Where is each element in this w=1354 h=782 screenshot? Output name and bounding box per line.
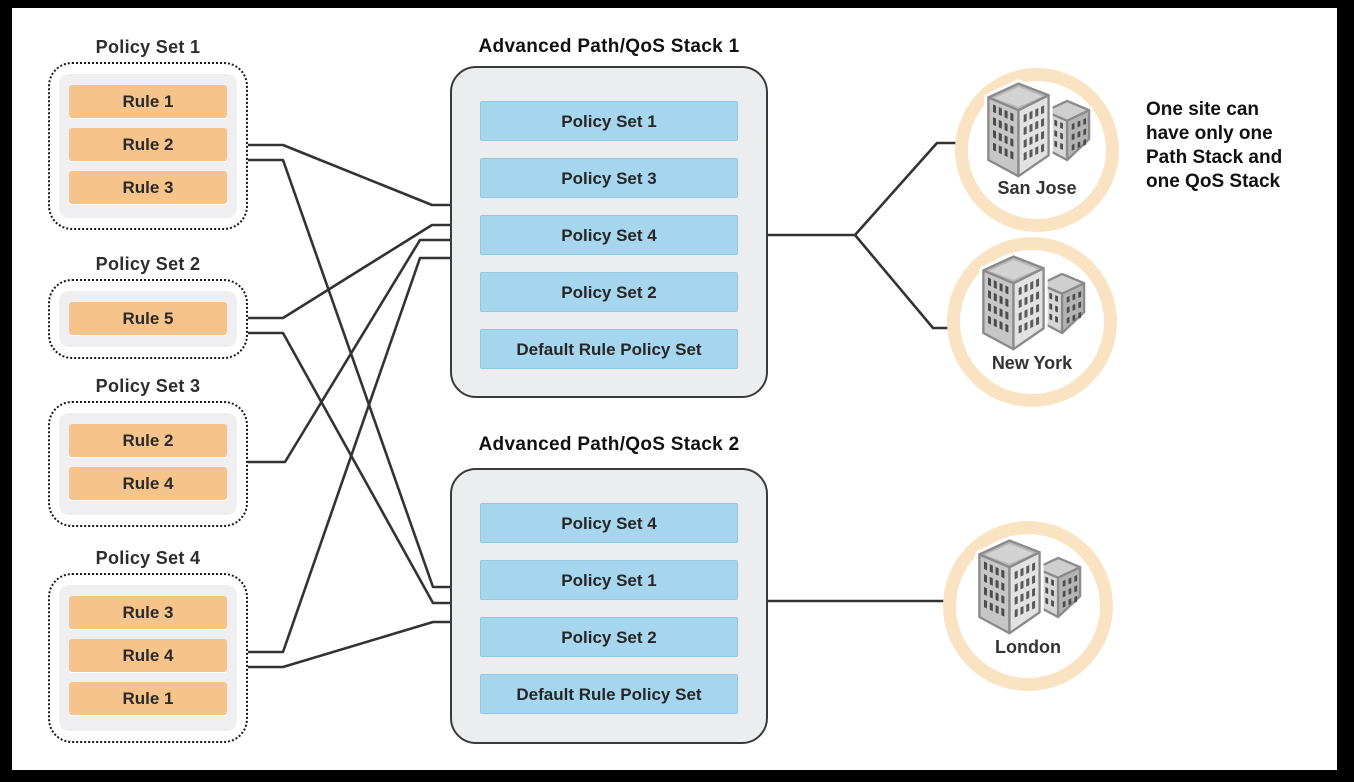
rule-box: Rule 3 <box>69 171 227 204</box>
policy-set-2-title: Policy Set 2 <box>95 254 201 274</box>
rule-box: Rule 4 <box>69 639 227 672</box>
policy-set-group-1: Policy Set 1 Rule 1 Rule 2 Rule 3 <box>48 34 248 230</box>
frame-border-left <box>0 0 12 782</box>
frame-border-top <box>0 0 1354 8</box>
stack-item: Policy Set 4 <box>480 215 738 255</box>
stack-item: Policy Set 1 <box>480 101 738 141</box>
stack-item: Default Rule Policy Set <box>480 674 738 714</box>
stack-group-1: Advanced Path/QoS Stack 1 Policy Set 1 P… <box>450 34 768 398</box>
policy-set-group-4: Policy Set 4 Rule 3 Rule 4 Rule 1 <box>48 545 248 743</box>
buildings-icon <box>977 72 1097 182</box>
site-label: San Jose <box>997 178 1077 198</box>
stack-2-title: Advanced Path/QoS Stack 2 <box>478 434 740 455</box>
policy-set-4-title: Policy Set 4 <box>95 548 201 568</box>
policy-set-3-title: Policy Set 3 <box>95 376 201 396</box>
site-london: London <box>943 521 1113 691</box>
policy-set-group-3: Policy Set 3 Rule 2 Rule 4 <box>48 373 248 527</box>
stack-item: Default Rule Policy Set <box>480 329 738 369</box>
stack-item: Policy Set 3 <box>480 158 738 198</box>
policy-set-group-2: Policy Set 2 Rule 5 <box>48 251 248 359</box>
policy-set-1-box: Rule 1 Rule 2 Rule 3 <box>48 62 248 230</box>
connector-ps1-stack2 <box>248 158 450 589</box>
connector-ps4-stack2 <box>248 620 450 669</box>
site-san-jose: San Jose <box>955 68 1119 232</box>
rule-box: Rule 1 <box>69 85 227 118</box>
frame-border-right <box>1337 0 1354 782</box>
stack-item: Policy Set 2 <box>480 617 738 657</box>
policy-set-4-inner: Rule 3 Rule 4 Rule 1 <box>59 585 237 731</box>
connector-line <box>248 141 990 669</box>
policy-set-3-box: Rule 2 Rule 4 <box>48 401 248 527</box>
stack-item: Policy Set 1 <box>480 560 738 600</box>
rule-box: Rule 1 <box>69 682 227 715</box>
connector-ps4-stack1 <box>248 256 450 654</box>
stack-item: Policy Set 2 <box>480 272 738 312</box>
policy-set-1-title: Policy Set 1 <box>95 37 201 57</box>
rule-box: Rule 2 <box>69 128 227 161</box>
policy-set-2-inner: Rule 5 <box>59 291 237 347</box>
buildings-icon <box>972 245 1092 355</box>
policy-set-2-box: Rule 5 <box>48 279 248 359</box>
stack-item: Policy Set 4 <box>480 503 738 543</box>
rule-box: Rule 5 <box>69 302 227 335</box>
rule-box: Rule 3 <box>69 596 227 629</box>
site-label: New York <box>991 353 1073 373</box>
connector-ps1-stack1 <box>248 143 450 207</box>
policy-set-3-inner: Rule 2 Rule 4 <box>59 413 237 515</box>
connector-ps2-stack2 <box>248 331 450 605</box>
policy-set-1-inner: Rule 1 Rule 2 Rule 3 <box>59 74 237 218</box>
annotation-note: One site can have only one Path Stack an… <box>1146 99 1283 192</box>
connector-ps2-stack1 <box>248 223 450 320</box>
rule-box: Rule 4 <box>69 467 227 500</box>
site-new-york: New York <box>947 237 1117 407</box>
frame-border-bottom <box>0 770 1354 782</box>
stack-2-box: Policy Set 4 Policy Set 1 Policy Set 2 D… <box>450 468 768 744</box>
connector-ps3-stack1 <box>248 238 450 464</box>
stack-1-box: Policy Set 1 Policy Set 3 Policy Set 4 P… <box>450 66 768 398</box>
buildings-icon <box>968 529 1088 639</box>
rule-box: Rule 2 <box>69 424 227 457</box>
policy-set-4-box: Rule 3 Rule 4 Rule 1 <box>48 573 248 743</box>
stack-1-title: Advanced Path/QoS Stack 1 <box>478 36 740 57</box>
site-label: London <box>995 637 1061 657</box>
stack-group-2: Advanced Path/QoS Stack 2 Policy Set 4 P… <box>450 432 768 744</box>
